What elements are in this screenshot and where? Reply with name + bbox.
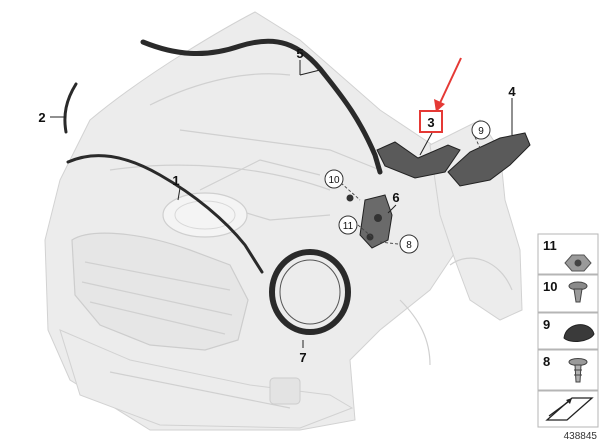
arrow-sheet-icon [545,397,594,421]
parts [63,38,531,335]
legend-number-9: 9 [543,317,550,332]
expanding-rivet-icon [568,281,588,303]
leader-lines [50,60,513,348]
document-id: 438845 [564,431,598,442]
seal-part-5 [140,38,383,175]
nut-icon [564,254,592,272]
fastener-legend: 11 10 9 8 [537,233,599,442]
callout-9: 9 [478,126,484,137]
legend-number-8: 8 [543,354,550,369]
seal-part-1 [66,154,264,274]
callout-11: 11 [343,221,354,232]
callout-2: 2 [38,110,45,125]
legend-number-10: 10 [543,279,557,294]
callout-3-box [419,110,443,133]
callout-4: 4 [508,84,516,99]
callout-6: 6 [392,190,399,205]
callout-10: 10 [328,175,340,186]
legend-number-11: 11 [543,238,557,253]
bracket-part-3 [376,141,461,179]
car-body-illustration [44,11,523,431]
seal-part-7 [269,249,351,335]
cap-icon [563,324,595,342]
push-clip-icon [568,358,588,383]
seal-part-2 [63,82,78,134]
callout-5: 5 [296,46,303,61]
highlight-arrow [434,57,462,112]
bracket-part-6 [359,194,393,249]
callout-8: 8 [406,240,412,251]
callout-7: 7 [299,350,306,365]
callout-1: 1 [172,173,179,188]
callout-3: 3 [427,115,434,130]
callouts: 1 2 3 4 5 6 7 8 9 10 11 [38,46,516,365]
